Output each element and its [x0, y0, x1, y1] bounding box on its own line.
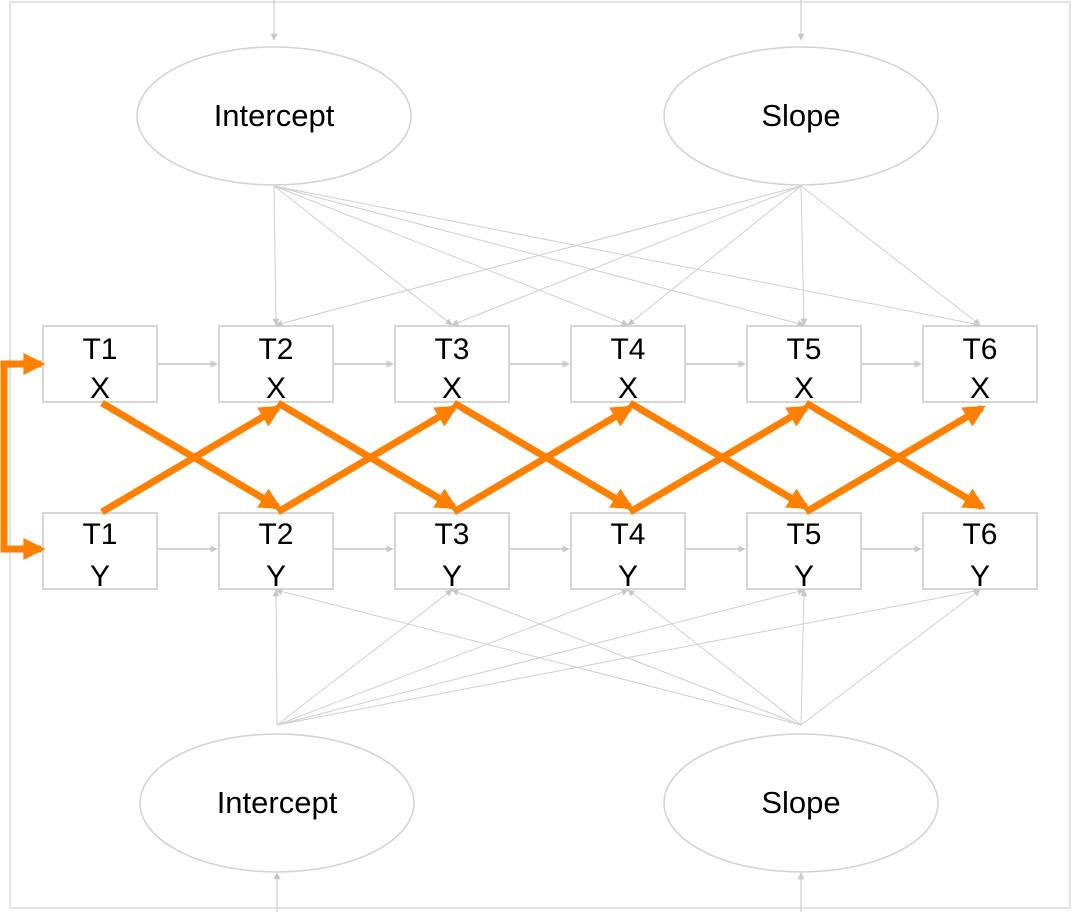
loading-bottom-slope	[800, 589, 808, 726]
autoregressive-paths	[157, 360, 922, 553]
loading-bottom-slope	[800, 589, 981, 726]
loading-top-slope	[800, 185, 808, 326]
y-observed-row: T1 Y T2 Y T3 Y T4 Y T5 Y T6 Y	[42, 512, 1038, 593]
bottom-slope-label: Slope	[761, 785, 840, 820]
x-node-var: X	[442, 372, 462, 405]
top-intercept-label: Intercept	[214, 98, 335, 133]
x-node-var: X	[970, 372, 990, 405]
cross-lag-y-to-x	[276, 404, 458, 516]
x-node-var: X	[618, 372, 638, 405]
bottom-slope-latent: Slope	[663, 733, 939, 873]
x-node: T3 X	[394, 325, 510, 405]
cross-lag-x-to-y	[276, 399, 458, 511]
x-node-time: T4	[610, 333, 645, 366]
y-node: T4 Y	[570, 512, 686, 593]
cross-lag-x-to-y	[804, 399, 986, 511]
bottom-intercept-latent: Intercept	[139, 733, 415, 873]
x-node: T1 X	[42, 325, 158, 405]
loading-top-intercept	[273, 185, 453, 326]
y-node-var: Y	[970, 560, 990, 593]
x-node-time: T1	[82, 333, 117, 366]
top-slope-latent: Slope	[663, 46, 939, 186]
cross-lag-x-to-y	[100, 399, 282, 511]
x-node-time: T3	[434, 333, 469, 366]
x-node-var: X	[90, 372, 110, 405]
cross-lag-x-to-y	[452, 399, 634, 511]
loading-top-intercept	[273, 185, 805, 327]
y-node: T5 Y	[746, 512, 862, 593]
y-node-var: Y	[618, 560, 638, 593]
y-node-var: Y	[794, 560, 814, 593]
loading-bottom-intercept	[276, 588, 805, 726]
x-observed-row: T1 X T2 X T3 X T4 X T5 X T6 X	[42, 325, 1038, 405]
y-node-var: Y	[442, 560, 462, 593]
loading-bottom-slope	[627, 589, 802, 726]
x-node: T4 X	[570, 325, 686, 405]
loading-top-intercept	[272, 185, 280, 326]
top-slope-label: Slope	[761, 98, 840, 133]
loading-bottom-intercept	[276, 589, 453, 726]
t1-covariance-path	[0, 353, 46, 560]
loading-bottom-intercept	[276, 587, 981, 726]
y-node: T6 Y	[922, 512, 1038, 593]
y-node-time: T2	[258, 518, 293, 551]
x-node: T5 X	[746, 325, 862, 405]
x-node: T6 X	[922, 325, 1038, 405]
cross-lag-x-to-y	[628, 399, 810, 511]
x-node-time: T5	[786, 333, 821, 366]
x-node-time: T6	[962, 333, 997, 366]
y-node: T1 Y	[42, 512, 158, 593]
top-intercept-latent: Intercept	[136, 46, 412, 186]
cross-lag-y-to-x	[452, 404, 634, 516]
loading-top-intercept	[273, 185, 629, 326]
t1-covariance-bracket	[0, 360, 20, 553]
loading-bottom-intercept	[272, 589, 280, 726]
cross-lag-y-to-x	[804, 404, 986, 516]
x-node-var: X	[266, 372, 286, 405]
y-node-time: T1	[82, 518, 117, 551]
x-node-var: X	[794, 372, 814, 405]
cross-lagged-paths	[100, 399, 986, 516]
bottom-intercept-label: Intercept	[217, 785, 338, 820]
loading-top-slope	[800, 185, 981, 326]
loading-bottom-intercept	[276, 588, 629, 726]
y-node: T2 Y	[218, 512, 334, 593]
y-node-time: T4	[610, 518, 645, 551]
y-node-var: Y	[266, 560, 286, 593]
loading-top-intercept	[273, 185, 981, 328]
y-node-var: Y	[90, 560, 110, 593]
latent-loading-paths	[270, 0, 981, 912]
y-node: T3 Y	[394, 512, 510, 593]
loading-top-slope	[627, 185, 802, 326]
y-node-time: T3	[434, 518, 469, 551]
cross-lag-y-to-x	[100, 404, 282, 516]
y-node-time: T6	[962, 518, 997, 551]
x-node-time: T2	[258, 333, 293, 366]
y-node-time: T5	[786, 518, 821, 551]
x-node: T2 X	[218, 325, 334, 405]
outer-frame	[9, 1, 1071, 909]
cross-lag-y-to-x	[628, 404, 810, 516]
